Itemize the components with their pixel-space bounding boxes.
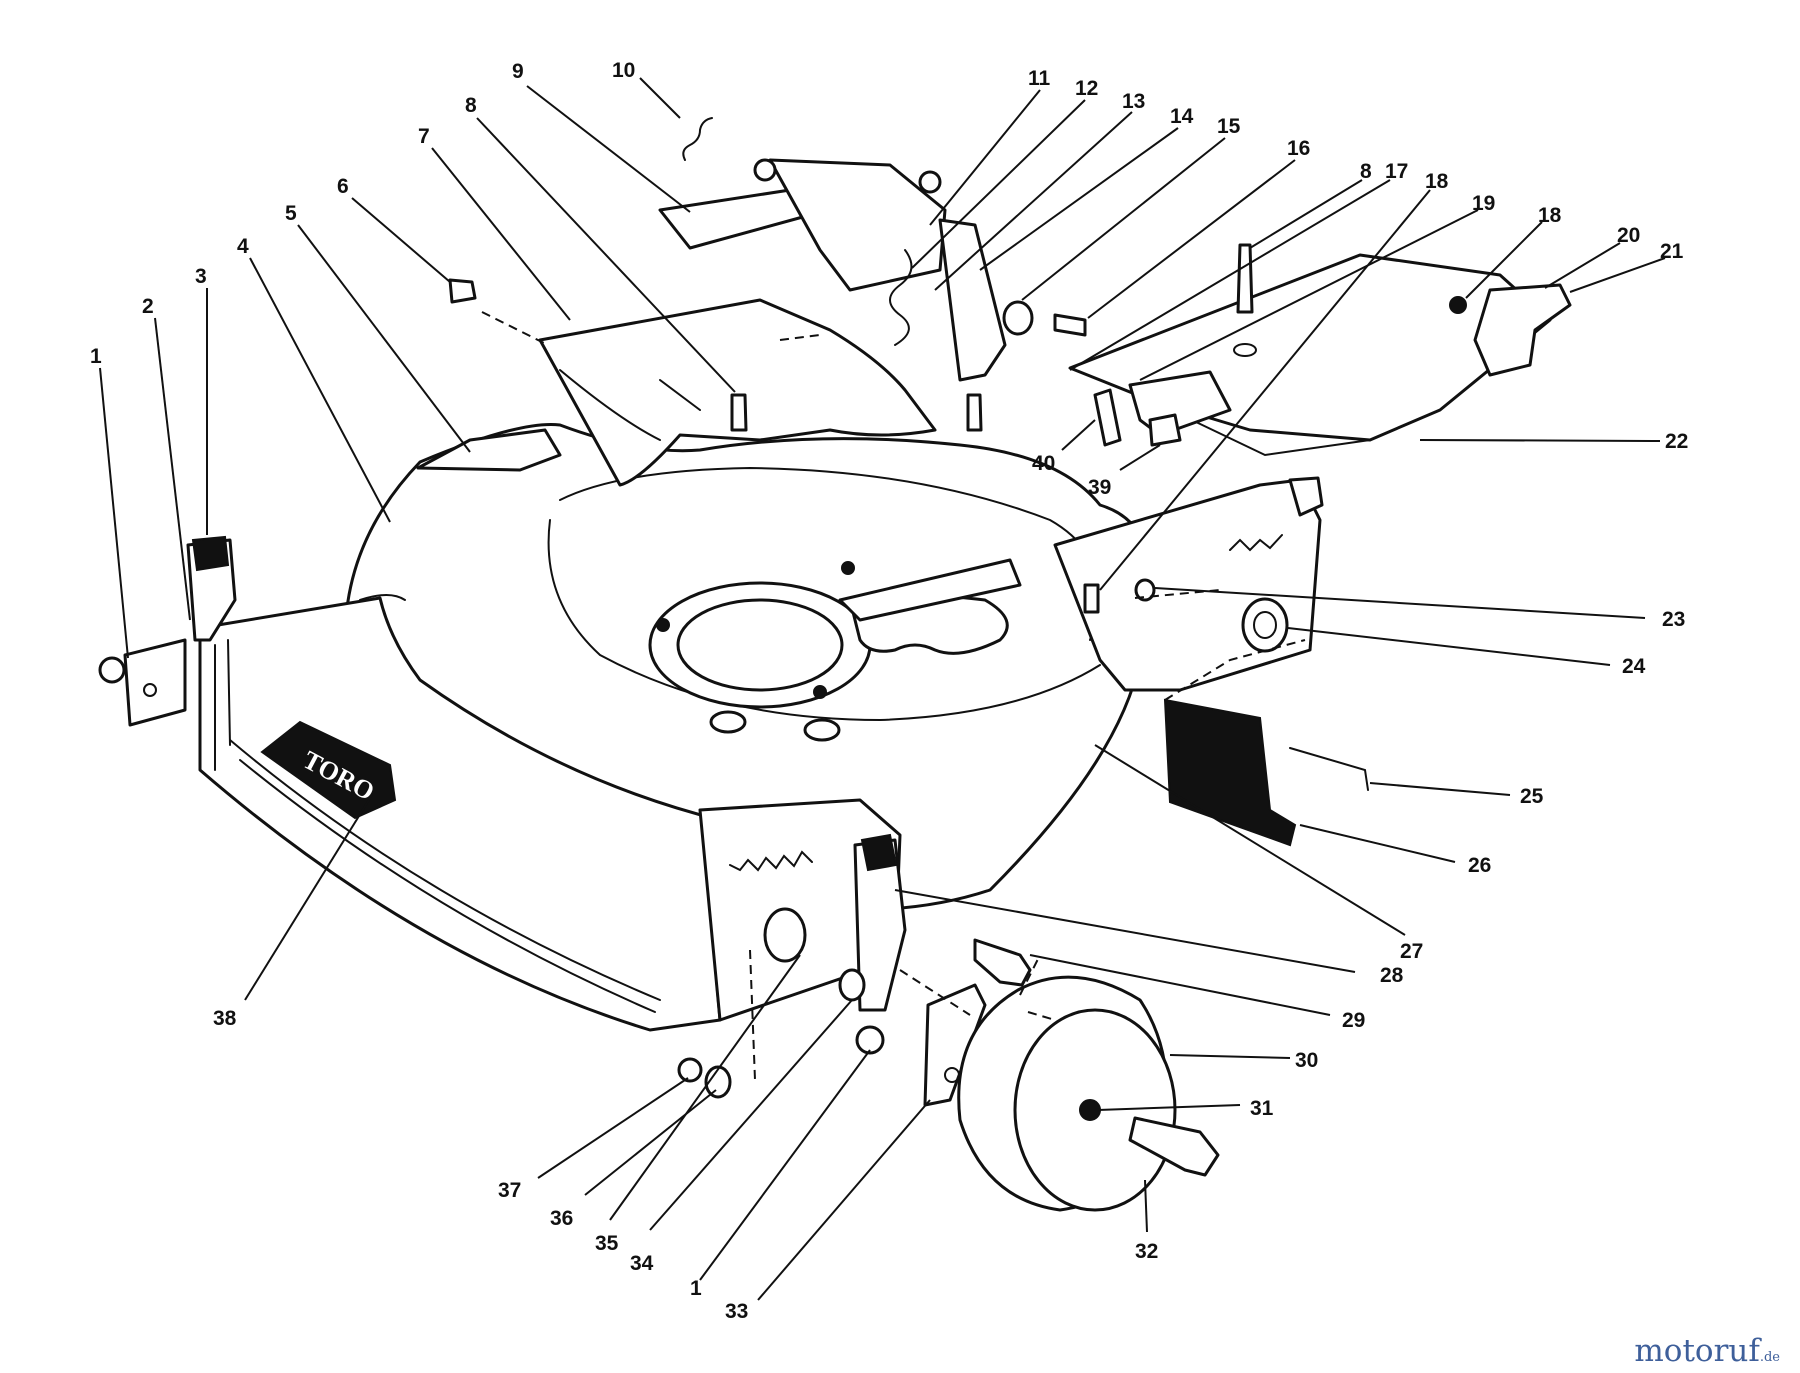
callout-38: 38 <box>213 1007 237 1030</box>
watermark-tld: .de <box>1759 1350 1780 1365</box>
callout-3: 3 <box>195 265 207 288</box>
callout-5: 5 <box>285 202 297 225</box>
callout-8b: 8 <box>1360 160 1372 183</box>
callout-12: 12 <box>1075 77 1098 100</box>
callout-1: 1 <box>90 345 102 368</box>
callout-29: 29 <box>1342 1009 1365 1032</box>
spring <box>889 249 913 346</box>
callout-28: 28 <box>1380 964 1404 987</box>
callout-23: 23 <box>1662 608 1685 631</box>
callout-21: 21 <box>1660 240 1684 263</box>
callout-20: 20 <box>1617 224 1640 247</box>
retainer-clip-10 <box>682 117 713 161</box>
carriage-bolt <box>1236 243 1254 314</box>
hinge-spring <box>1093 388 1122 447</box>
rear-side-skirt <box>1053 476 1324 692</box>
toro-logo-plate: TORO <box>260 720 397 820</box>
height-adjuster-left <box>98 535 237 727</box>
callout-37: 37 <box>498 1179 521 1202</box>
callout-17: 17 <box>1385 160 1408 183</box>
watermark-brand: motoruf <box>1634 1333 1760 1369</box>
callout-22: 22 <box>1665 430 1688 453</box>
callouts: 1 2 3 4 5 6 7 8 9 10 11 12 13 <box>90 59 1688 1323</box>
callout-1b: 1 <box>690 1277 702 1300</box>
callout-4: 4 <box>237 235 249 258</box>
callout-34: 34 <box>630 1252 654 1275</box>
callout-8: 8 <box>465 94 477 117</box>
callout-19: 19 <box>1472 192 1495 215</box>
hex-bolt <box>1053 313 1087 337</box>
callout-15: 15 <box>1217 115 1241 138</box>
callout-39: 39 <box>1088 476 1111 499</box>
callout-27: 27 <box>1400 940 1423 963</box>
callout-40: 40 <box>1032 452 1055 475</box>
callout-26: 26 <box>1468 854 1491 877</box>
bolt-6 <box>448 278 477 304</box>
nut <box>1449 296 1467 314</box>
callout-35: 35 <box>595 1232 619 1255</box>
rear-door-hinge <box>658 158 947 292</box>
callout-36: 36 <box>550 1207 573 1230</box>
callout-13: 13 <box>1122 90 1145 113</box>
bracket-piece-39 <box>1148 413 1182 447</box>
callout-32: 32 <box>1135 1240 1158 1263</box>
callout-33: 33 <box>725 1300 748 1323</box>
shoulder-bolt-29 <box>973 938 1032 987</box>
callout-9: 9 <box>512 60 524 83</box>
callout-25: 25 <box>1520 785 1544 808</box>
nut-24 <box>1134 578 1156 602</box>
callout-18: 18 <box>1425 170 1449 193</box>
wheel <box>957 975 1220 1212</box>
callout-16: 16 <box>1287 137 1310 160</box>
callout-30: 30 <box>1295 1049 1318 1072</box>
callout-14: 14 <box>1170 105 1194 128</box>
front-skirt <box>198 596 902 1032</box>
callout-31: 31 <box>1250 1097 1274 1120</box>
callout-7: 7 <box>418 125 430 148</box>
callout-6: 6 <box>337 175 349 198</box>
hinge-rod <box>1289 747 1369 791</box>
latch-bracket <box>1473 283 1572 377</box>
callout-10: 10 <box>612 59 635 82</box>
callout-2: 2 <box>142 295 154 318</box>
bolt-8-left <box>730 393 748 432</box>
callout-18b: 18 <box>1538 204 1562 227</box>
washer <box>1002 300 1034 336</box>
watermark-logo: motoruf.de <box>1634 1333 1780 1369</box>
callout-11: 11 <box>1028 67 1051 90</box>
bolt-8-right <box>966 393 983 432</box>
bolt-23 <box>1083 583 1100 614</box>
hinge-bracket <box>1128 370 1232 437</box>
height-adjuster-right <box>677 833 987 1107</box>
side-bracket <box>938 218 1007 382</box>
discharge-chute <box>538 298 937 487</box>
callout-24: 24 <box>1622 655 1646 678</box>
